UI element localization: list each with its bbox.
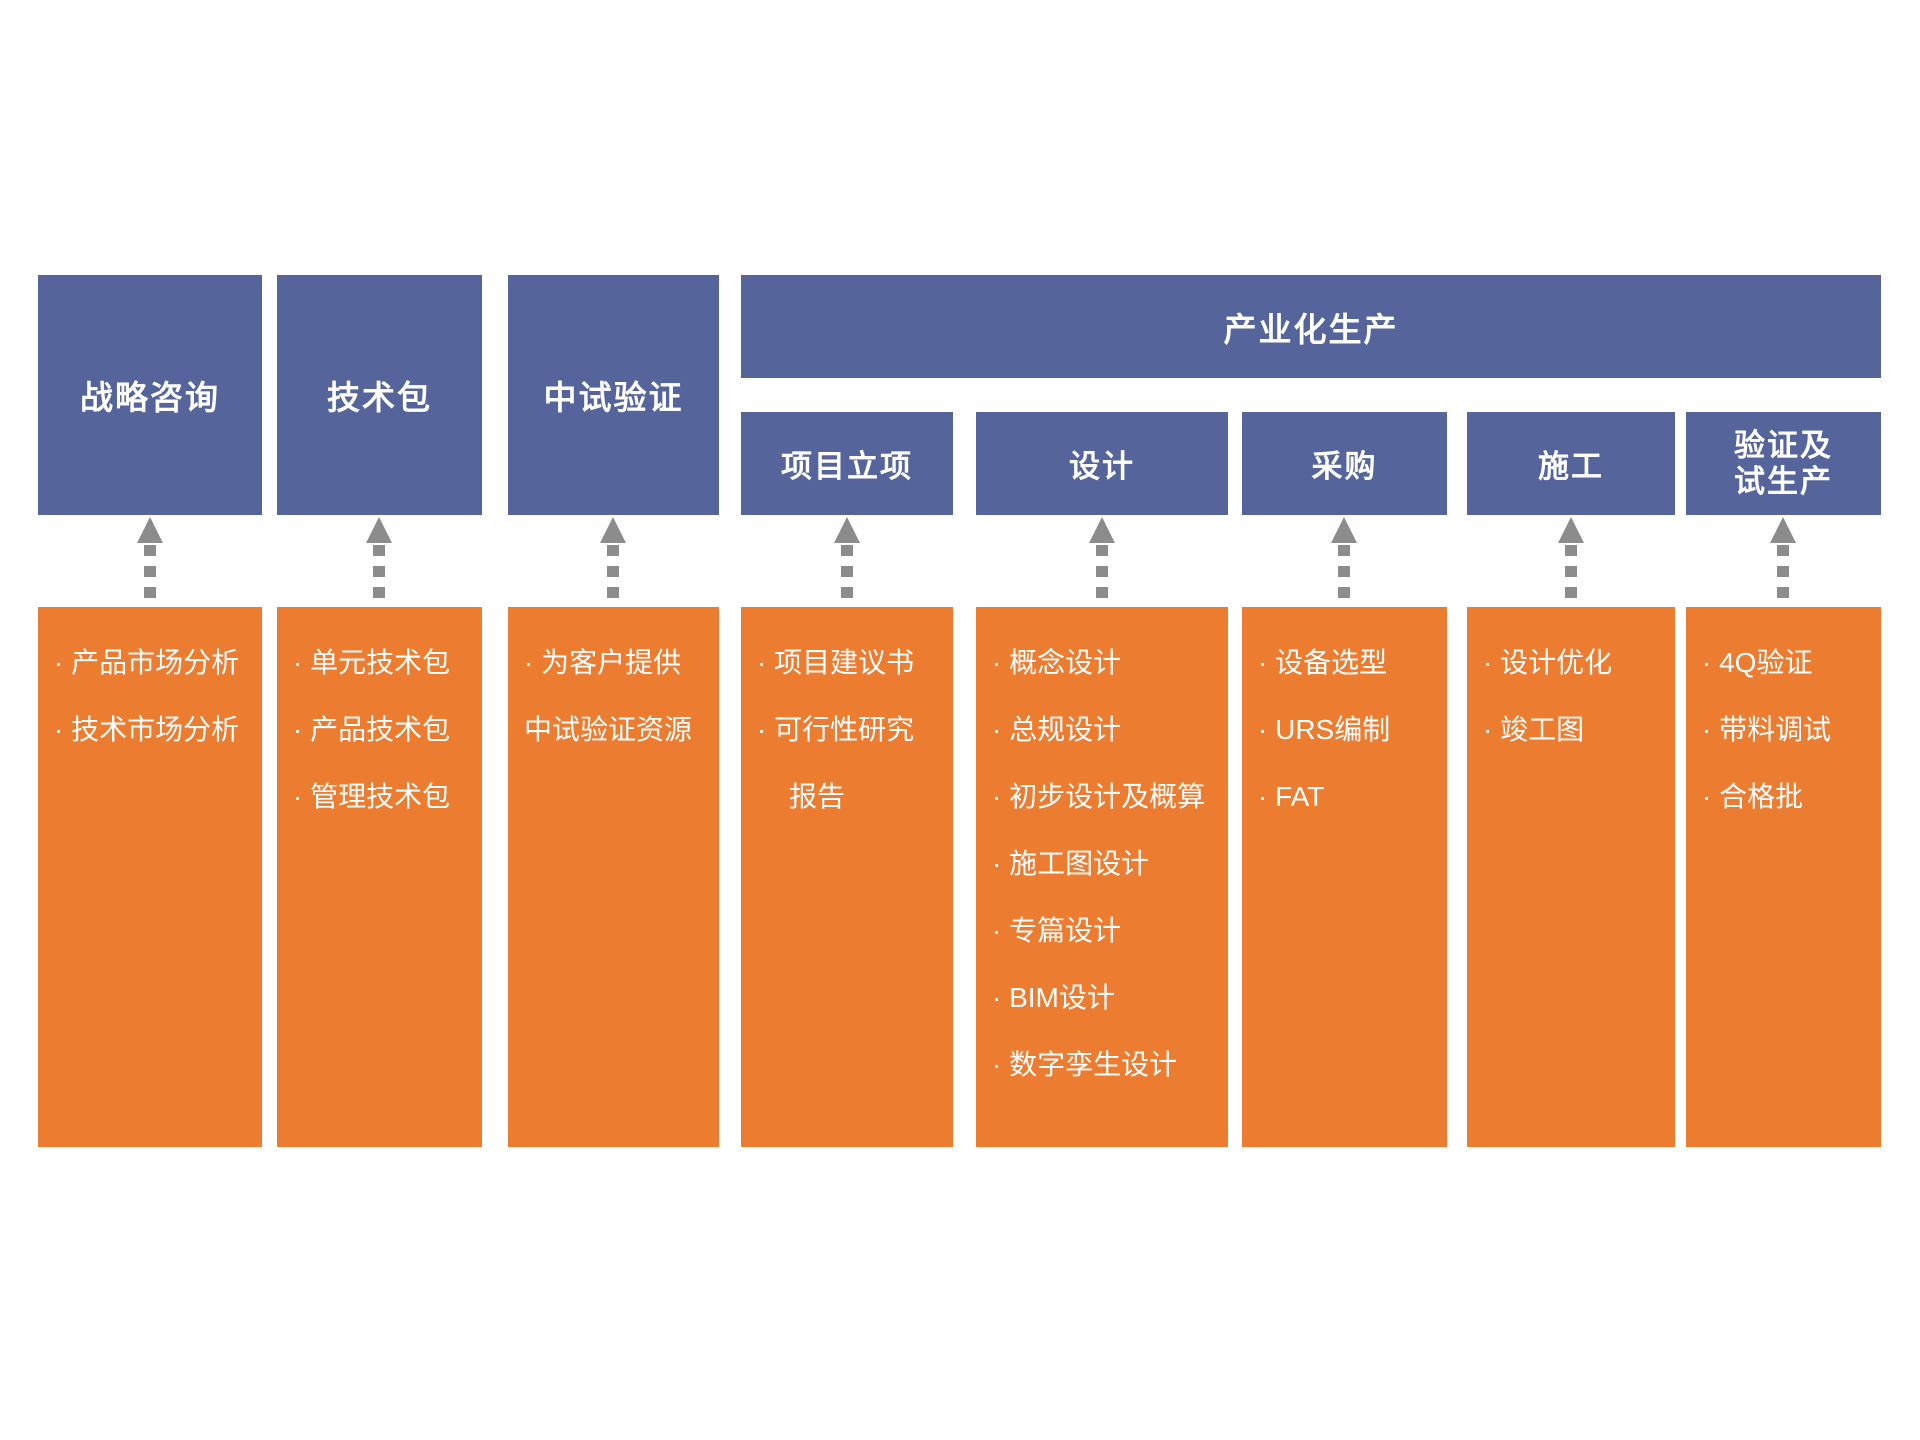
up-arrow-icon — [1770, 517, 1796, 607]
list-item: · 总规设计 — [992, 714, 1122, 745]
detail-box-strategy-consulting: · 产品市场分析 · 技术市场分析 — [38, 607, 262, 1147]
list-item: · 项目建议书 — [757, 647, 915, 678]
list-item-continuation: 中试验证资源 — [524, 714, 693, 745]
up-arrow-icon — [1089, 517, 1115, 607]
arrow-head — [834, 517, 860, 543]
list-item: · BIM设计 — [992, 982, 1115, 1013]
stage-title: 战略咨询 — [80, 379, 220, 416]
stage-box-strategy-consulting: 战略咨询 — [38, 275, 262, 515]
up-arrow-icon — [834, 517, 860, 607]
arrow-head — [1558, 517, 1584, 543]
detail-box-design: · 概念设计 · 总规设计 · 初步设计及概算 · 施工图设计 · 专篇设计 ·… — [976, 607, 1228, 1147]
stage-box-pilot-validation: 中试验证 — [508, 275, 719, 515]
detail-box-pilot-validation: · 为客户提供 中试验证资源 — [508, 607, 719, 1147]
list-item: · 施工图设计 — [992, 848, 1150, 879]
stage-title: 技术包 — [327, 379, 432, 416]
stage-title: 中试验证 — [543, 379, 684, 416]
arrow-stem — [373, 545, 385, 607]
list-item: · 4Q验证 — [1702, 647, 1813, 678]
detail-box-technology-package: · 单元技术包 · 产品技术包 · 管理技术包 — [277, 607, 482, 1147]
list-item: · 初步设计及概算 — [992, 781, 1206, 812]
up-arrow-icon — [366, 517, 392, 607]
detail-box-project-initiation: · 项目建议书 · 可行性研究 报告 — [741, 607, 953, 1147]
substage-box-project-initiation: 项目立项 — [741, 412, 953, 515]
list-item-continuation: 报告 — [789, 781, 846, 812]
arrow-head — [600, 517, 626, 543]
substage-title: 项目立项 — [781, 449, 913, 484]
list-item: · 带料调试 — [1702, 714, 1832, 745]
arrow-head — [1331, 517, 1357, 543]
stage-box-technology-package: 技术包 — [277, 275, 482, 515]
list-item: · 技术市场分析 — [54, 714, 240, 745]
up-arrow-icon — [1331, 517, 1357, 607]
arrow-stem — [144, 545, 156, 607]
list-item: · 管理技术包 — [293, 781, 451, 812]
list-item: · 数字孪生设计 — [992, 1049, 1178, 1080]
arrow-head — [1770, 517, 1796, 543]
substage-title: 设计 — [1069, 449, 1135, 484]
up-arrow-icon — [1558, 517, 1584, 607]
band-title: 产业化生产 — [1223, 310, 1399, 348]
arrow-stem — [841, 545, 853, 607]
list-item: · 合格批 — [1702, 781, 1804, 812]
substage-box-validation-trial-production: 验证及试生产 — [1686, 412, 1881, 515]
list-item: · 专篇设计 — [992, 915, 1122, 946]
substage-box-construction: 施工 — [1467, 412, 1675, 515]
arrow-stem — [1338, 545, 1350, 607]
list-item: · 可行性研究 — [757, 714, 915, 745]
substage-title: 施工 — [1538, 449, 1604, 484]
substage-box-design: 设计 — [976, 412, 1228, 515]
up-arrow-icon — [137, 517, 163, 607]
arrow-stem — [1777, 545, 1789, 607]
arrow-head — [1089, 517, 1115, 543]
arrow-stem — [1565, 545, 1577, 607]
up-arrow-icon — [600, 517, 626, 607]
band-industrial-production: 产业化生产 — [741, 275, 1881, 378]
list-item: · 竣工图 — [1483, 714, 1585, 745]
list-item: · 产品市场分析 — [54, 647, 240, 678]
list-item: · 为客户提供 — [524, 647, 682, 678]
detail-box-procurement: · 设备选型 · URS编制 · FAT — [1242, 607, 1447, 1147]
substage-title: 验证及试生产 — [1734, 427, 1833, 499]
detail-box-validation-trial-production: · 4Q验证 · 带料调试 · 合格批 — [1686, 607, 1881, 1147]
detail-box-construction: · 设计优化 · 竣工图 — [1467, 607, 1675, 1147]
list-item: · 产品技术包 — [293, 714, 451, 745]
list-item: · 单元技术包 — [293, 647, 451, 678]
arrow-stem — [607, 545, 619, 607]
list-item: · 概念设计 — [992, 647, 1122, 678]
arrow-stem — [1096, 545, 1108, 607]
list-item: · 设备选型 — [1258, 647, 1388, 678]
list-item: · FAT — [1258, 781, 1325, 812]
substage-box-procurement: 采购 — [1242, 412, 1447, 515]
arrow-head — [366, 517, 392, 543]
list-item: · URS编制 — [1258, 714, 1391, 745]
substage-title: 采购 — [1311, 449, 1378, 484]
arrow-head — [137, 517, 163, 543]
list-item: · 设计优化 — [1483, 647, 1613, 678]
